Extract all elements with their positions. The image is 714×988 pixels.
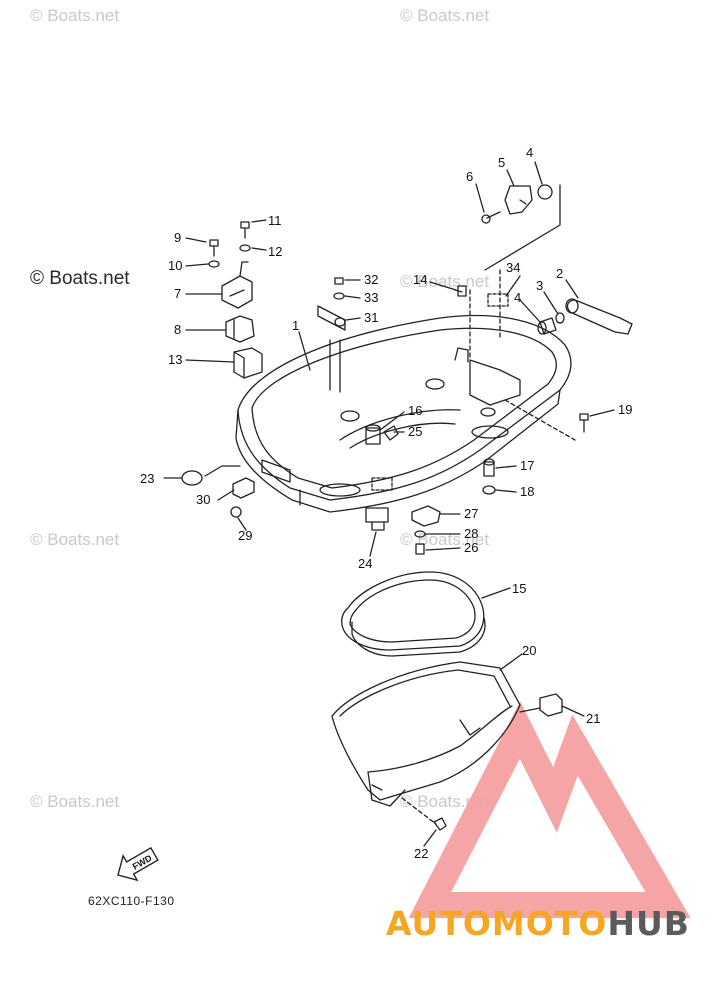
part-label: 32 (364, 272, 378, 287)
part-label: 1 (292, 318, 299, 333)
part-label: 13 (168, 352, 182, 367)
part-label: 4 (514, 290, 521, 305)
part-label: 4 (526, 145, 533, 160)
part-label: 20 (522, 643, 536, 658)
part-labels: 4 5 6 11 9 12 10 34 2 14 32 3 7 33 4 31 … (140, 145, 632, 861)
brand-part-auto: AUTO (386, 904, 492, 943)
part-label: 7 (174, 286, 181, 301)
part-label: 17 (520, 458, 534, 473)
lever-part-2 (566, 299, 633, 335)
lower-cover-part-20 (331, 661, 541, 807)
seal-ring-part-15 (341, 571, 486, 657)
part-label: 31 (364, 310, 378, 325)
brand-part-hub: HUB (607, 904, 690, 943)
brand-wordmark: AUTOMOTOHUB (386, 904, 690, 943)
part-label: 22 (414, 846, 428, 861)
watermark: © Boats.net (30, 792, 120, 811)
part-label: 24 (358, 556, 372, 571)
fwd-arrow-icon: FWD (117, 846, 159, 882)
part-label: 29 (238, 528, 252, 543)
brand-logo-icon (408, 701, 691, 918)
part-label: 28 (464, 526, 478, 541)
part-label: 6 (466, 169, 473, 184)
part-label: 2 (556, 266, 563, 281)
part-label: 26 (464, 540, 478, 555)
part-label: 9 (174, 230, 181, 245)
part-label: 34 (506, 260, 520, 275)
part-label: 11 (268, 213, 282, 228)
watermark: © Boats.net (400, 6, 490, 25)
part-label: 30 (196, 492, 210, 507)
part-label: 33 (364, 290, 378, 305)
part-label: 14 (413, 272, 427, 287)
part-label: 21 (586, 711, 600, 726)
part-label: 15 (512, 581, 526, 596)
watermark: © Boats.net (30, 530, 120, 549)
part-label: 19 (618, 402, 632, 417)
part-label: 16 (408, 403, 422, 418)
part-label: 12 (268, 244, 282, 259)
brand-part-moto: MOTO (491, 904, 608, 943)
part-label: 3 (536, 278, 543, 293)
watermark-main: © Boats.net (30, 268, 130, 289)
part-label: 23 (140, 471, 154, 486)
diagram-code: 62XC110-F130 (88, 894, 175, 908)
watermark: © Boats.net (400, 272, 490, 291)
bottom-cowling (235, 314, 572, 513)
part-label: 10 (168, 258, 182, 273)
part-label: 5 (498, 155, 505, 170)
part-label: 27 (464, 506, 478, 521)
part-label: 18 (520, 484, 534, 499)
part-label: 8 (174, 322, 181, 337)
watermark: © Boats.net (30, 6, 120, 25)
part-label: 25 (408, 424, 422, 439)
